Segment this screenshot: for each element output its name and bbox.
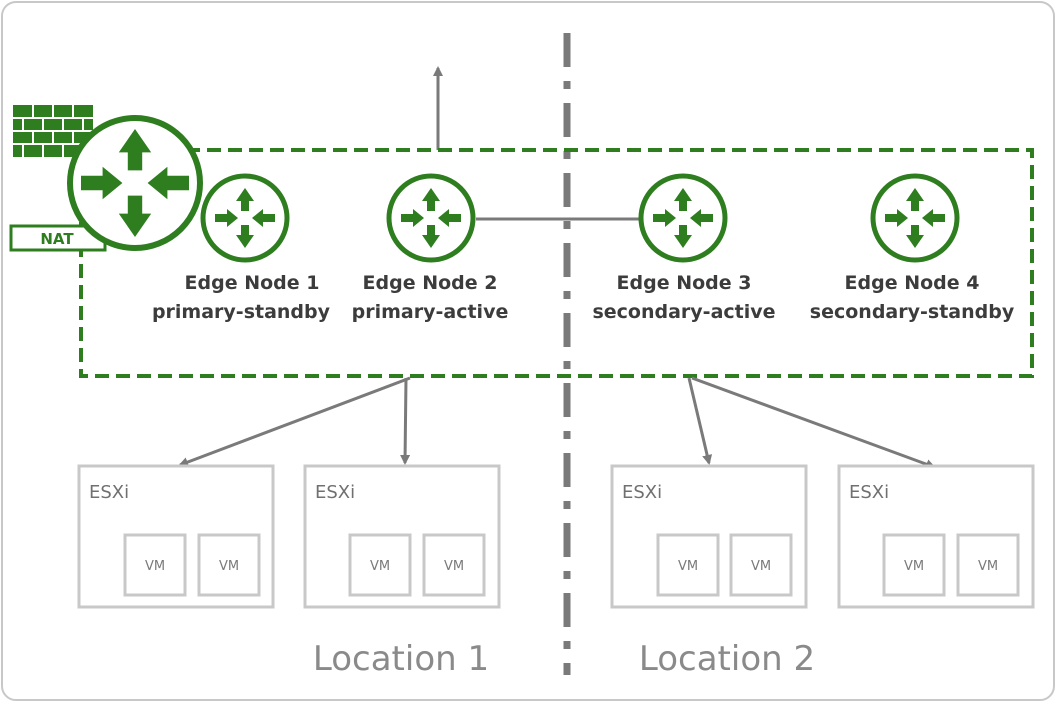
edge-node-3: Edge Node 3 secondary-active [592,173,776,323]
edge-router-icon [200,173,290,263]
vm-box [729,533,793,597]
esxi-label: ESXi [315,482,355,503]
edge-node-role: secondary-active [592,301,775,323]
esxi-host-4: ESXi VM VM [837,464,1035,609]
vm-label: VM [370,559,390,574]
tier0-router-icon [67,115,203,251]
edge-node-role: primary-active [352,301,509,323]
vm-label: VM [751,559,771,574]
location-1-label: Location 1 [313,639,489,679]
edge-router-icon [386,173,476,263]
esxi-host-2: ESXi VM VM [303,464,501,609]
vm-label: VM [145,559,165,574]
location-2-label: Location 2 [639,639,815,679]
vm-box [123,533,187,597]
edge-node-1: Edge Node 1 primary-standby [152,173,331,323]
vm-label: VM [904,559,924,574]
downlink-arrow [687,377,713,465]
edge-node-4: Edge Node 4 secondary-standby [810,173,1015,323]
edge-node-name: Edge Node 3 [617,272,752,294]
vm-box [882,533,946,597]
vm-box [197,533,261,597]
edge-node-2: Edge Node 2 primary-active [352,173,509,323]
esxi-label: ESXi [622,482,662,503]
esxi-label: ESXi [89,482,129,503]
downlink-arrow [400,377,411,465]
esxi-host-1: ESXi VM VM [77,464,275,609]
edge-router-icon [870,173,960,263]
vm-label: VM [444,559,464,574]
vm-box [348,533,412,597]
edge-cluster-boundary [79,148,1034,378]
vm-box [656,533,720,597]
vm-box [422,533,486,597]
vm-label: VM [678,559,698,574]
vm-box [956,533,1020,597]
edge-router-icon [638,173,728,263]
esxi-host-3: ESXi VM VM [610,464,808,609]
downlink-arrow [178,376,411,467]
nat-label: NAT [40,230,74,248]
edge-node-name: Edge Node 4 [845,272,980,294]
vm-label: VM [219,559,239,574]
tier0-gateway: NAT [9,105,203,252]
edge-node-role: secondary-standby [810,301,1015,323]
edge-node-name: Edge Node 2 [363,272,498,294]
edge-node-role: primary-standby [152,301,331,323]
edge-node-name: Edge Node 1 [185,272,320,294]
downlink-arrow [691,376,936,469]
vm-label: VM [978,559,998,574]
esxi-label: ESXi [849,482,889,503]
